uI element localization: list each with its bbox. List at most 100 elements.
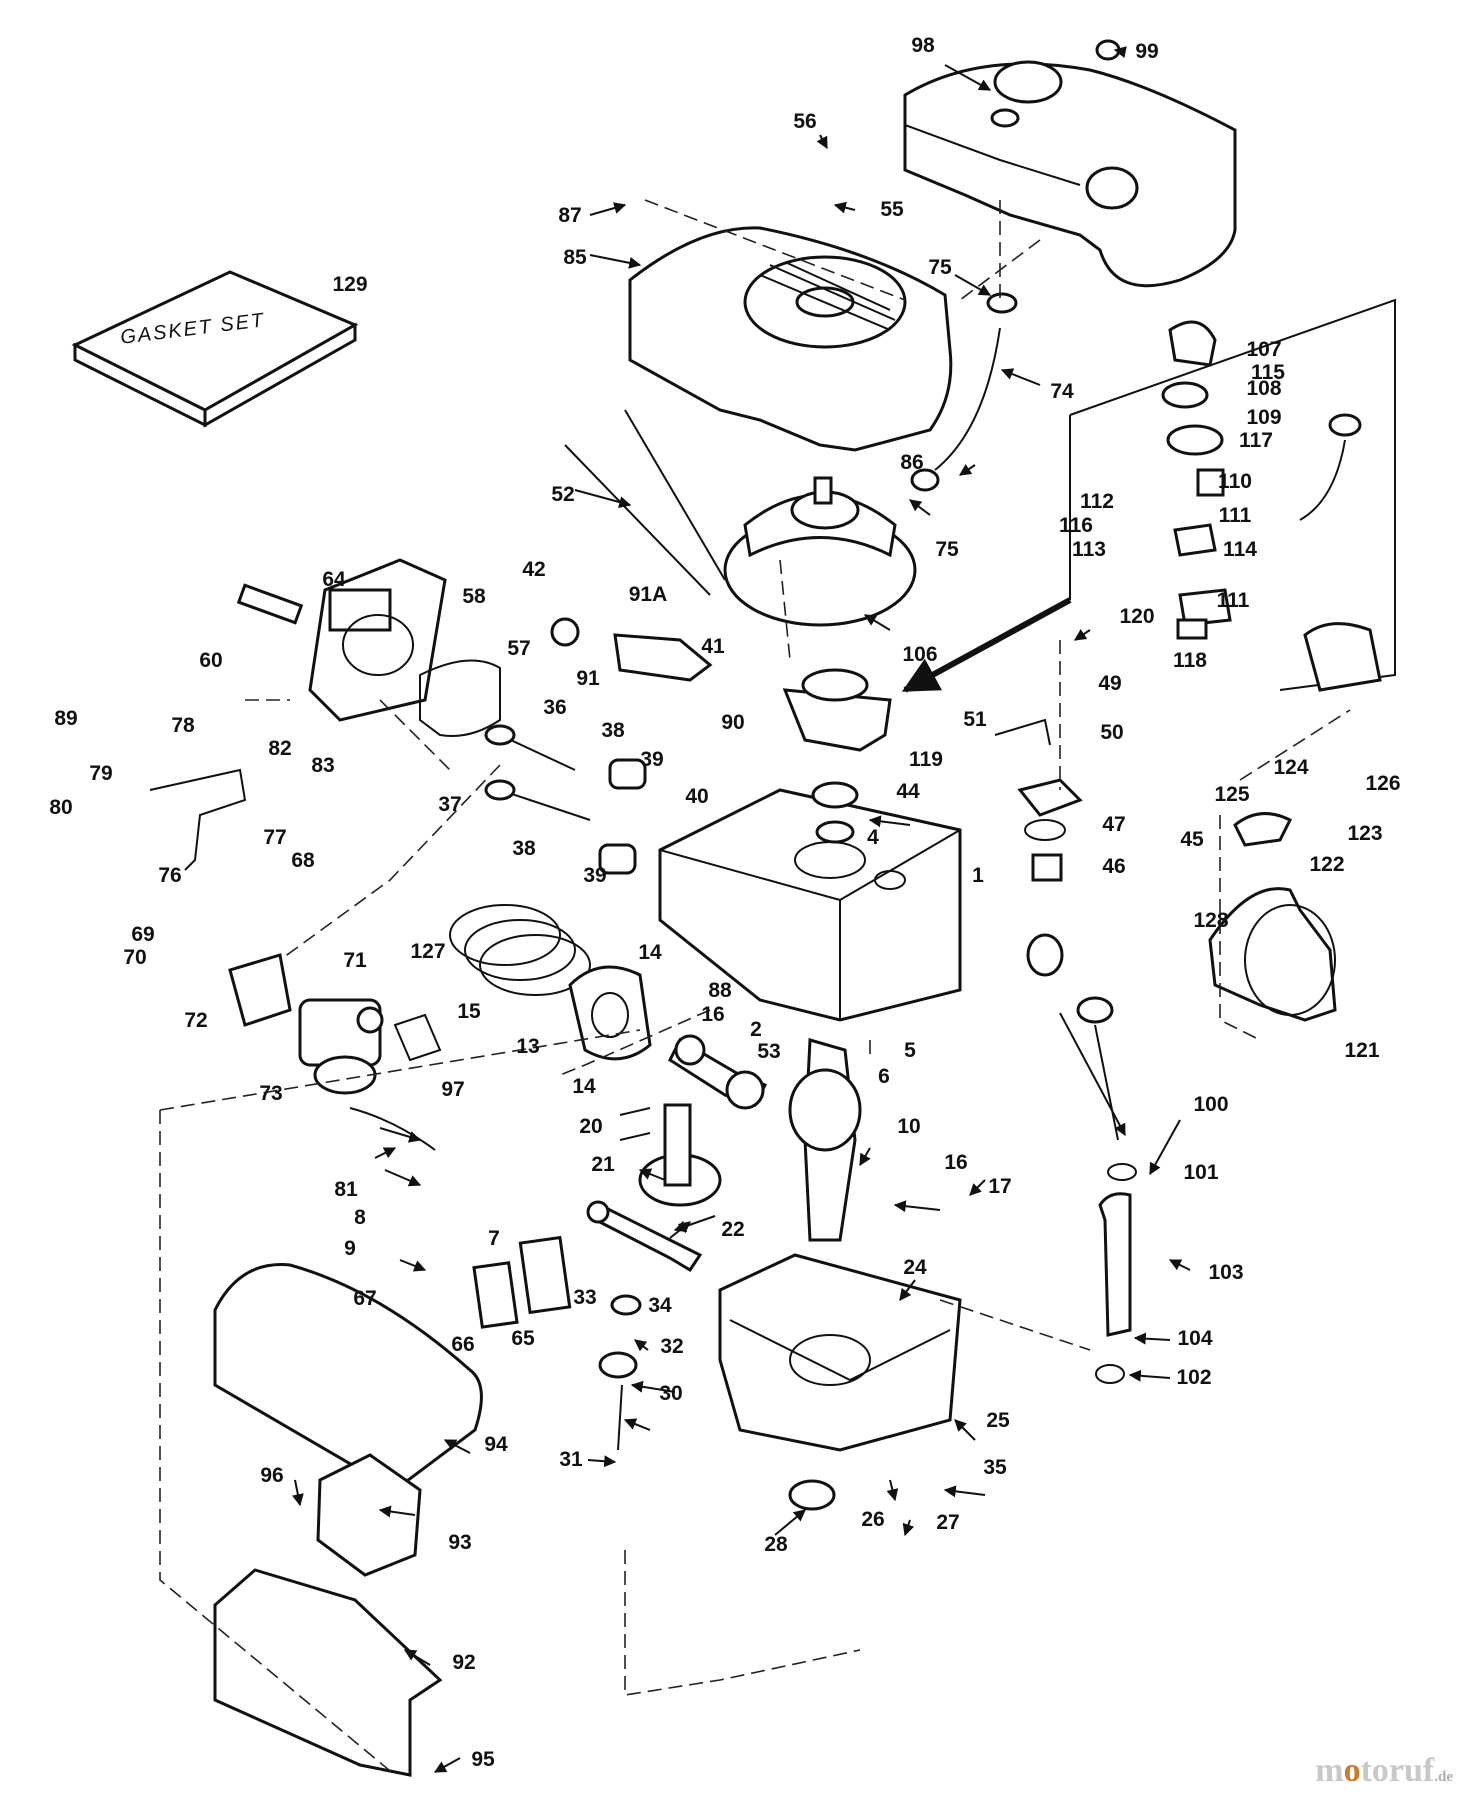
callout-label-99[interactable]: 99 (1135, 40, 1159, 63)
callout-label-100[interactable]: 100 (1193, 1093, 1229, 1116)
callout-label-95[interactable]: 95 (471, 1748, 495, 1771)
callout-label-93[interactable]: 93 (448, 1531, 472, 1554)
callout-label-80[interactable]: 80 (49, 796, 73, 819)
callout-label-56[interactable]: 56 (793, 110, 817, 133)
callout-label-79[interactable]: 79 (89, 762, 113, 785)
callout-label-9[interactable]: 9 (344, 1237, 356, 1260)
callout-label-27[interactable]: 27 (936, 1511, 960, 1534)
callout-label-53[interactable]: 53 (757, 1040, 781, 1063)
callout-label-89[interactable]: 89 (54, 707, 78, 730)
callout-label-86[interactable]: 86 (900, 451, 924, 474)
callout-label-34[interactable]: 34 (648, 1294, 672, 1317)
callout-label-68[interactable]: 68 (291, 849, 315, 872)
callout-label-123[interactable]: 123 (1347, 822, 1383, 845)
callout-label-52[interactable]: 52 (551, 483, 575, 506)
callout-label-71[interactable]: 71 (343, 949, 367, 972)
callout-label-126[interactable]: 126 (1365, 772, 1401, 795)
callout-label-32[interactable]: 32 (660, 1335, 684, 1358)
callout-label-96[interactable]: 96 (260, 1464, 284, 1487)
callout-label-111[interactable]: 111 (1216, 589, 1250, 612)
callout-label-98[interactable]: 98 (911, 34, 935, 57)
callout-label-127[interactable]: 127 (410, 940, 446, 963)
callout-label-115[interactable]: 115 (1251, 361, 1285, 384)
callout-label-116[interactable]: 116 (1059, 514, 1093, 537)
callout-label-77[interactable]: 77 (263, 826, 287, 849)
callout-label-107[interactable]: 107 (1246, 338, 1282, 361)
callout-label-128[interactable]: 128 (1193, 909, 1229, 932)
callout-label-113[interactable]: 113 (1072, 538, 1106, 561)
callout-label-51[interactable]: 51 (963, 708, 987, 731)
callout-label-82[interactable]: 82 (268, 737, 292, 760)
callout-label-118[interactable]: 118 (1173, 649, 1207, 672)
callout-label-17[interactable]: 17 (988, 1175, 1012, 1198)
callout-label-111[interactable]: 111 (1218, 504, 1252, 527)
callout-label-94[interactable]: 94 (484, 1433, 508, 1456)
callout-label-58[interactable]: 58 (462, 585, 486, 608)
callout-label-5[interactable]: 5 (904, 1039, 916, 1062)
callout-label-69[interactable]: 69 (131, 923, 155, 946)
callout-label-14[interactable]: 14 (638, 941, 662, 964)
callout-label-121[interactable]: 121 (1344, 1039, 1380, 1062)
callout-label-109[interactable]: 109 (1246, 406, 1282, 429)
callout-label-7[interactable]: 7 (488, 1227, 500, 1250)
callout-label-57[interactable]: 57 (507, 637, 531, 660)
callout-label-22[interactable]: 22 (721, 1218, 745, 1241)
callout-label-20[interactable]: 20 (579, 1115, 603, 1138)
callout-label-103[interactable]: 103 (1208, 1261, 1244, 1284)
callout-label-85[interactable]: 85 (563, 246, 587, 269)
callout-label-110[interactable]: 110 (1218, 470, 1252, 493)
callout-label-106[interactable]: 106 (902, 643, 938, 666)
callout-label-49[interactable]: 49 (1098, 672, 1122, 695)
callout-label-124[interactable]: 124 (1273, 756, 1309, 779)
callout-label-50[interactable]: 50 (1100, 721, 1124, 744)
callout-label-15[interactable]: 15 (457, 1000, 481, 1023)
callout-label-75[interactable]: 75 (935, 538, 959, 561)
callout-label-8[interactable]: 8 (354, 1206, 366, 1229)
callout-label-46[interactable]: 46 (1102, 855, 1126, 878)
callout-label-97[interactable]: 97 (441, 1078, 465, 1101)
callout-label-4[interactable]: 4 (867, 826, 879, 849)
callout-label-25[interactable]: 25 (986, 1409, 1010, 1432)
callout-label-21[interactable]: 21 (591, 1153, 615, 1176)
callout-label-6[interactable]: 6 (878, 1065, 890, 1088)
callout-label-42[interactable]: 42 (522, 558, 546, 581)
callout-label-60[interactable]: 60 (199, 649, 223, 672)
callout-label-125[interactable]: 125 (1214, 783, 1250, 806)
callout-label-117[interactable]: 117 (1239, 429, 1273, 452)
callout-label-76[interactable]: 76 (158, 864, 182, 887)
callout-label-30[interactable]: 30 (659, 1382, 683, 1405)
callout-label-91A[interactable]: 91A (628, 583, 668, 606)
callout-label-120[interactable]: 120 (1119, 605, 1155, 628)
callout-label-88[interactable]: 88 (708, 979, 732, 1002)
callout-label-91[interactable]: 91 (576, 667, 600, 690)
callout-label-92[interactable]: 92 (452, 1651, 476, 1674)
callout-label-119[interactable]: 119 (909, 748, 943, 771)
callout-label-47[interactable]: 47 (1102, 813, 1126, 836)
callout-label-37[interactable]: 37 (438, 793, 462, 816)
callout-label-38[interactable]: 38 (512, 837, 536, 860)
callout-label-28[interactable]: 28 (764, 1533, 788, 1556)
callout-label-38[interactable]: 38 (601, 719, 625, 742)
callout-label-13[interactable]: 13 (516, 1035, 540, 1058)
callout-label-72[interactable]: 72 (184, 1009, 208, 1032)
callout-label-10[interactable]: 10 (897, 1115, 921, 1138)
callout-label-104[interactable]: 104 (1177, 1327, 1213, 1350)
callout-label-129[interactable]: 129 (332, 273, 368, 296)
callout-label-36[interactable]: 36 (543, 696, 567, 719)
callout-label-70[interactable]: 70 (123, 946, 147, 969)
callout-label-40[interactable]: 40 (685, 785, 709, 808)
callout-label-26[interactable]: 26 (861, 1508, 885, 1531)
callout-label-39[interactable]: 39 (640, 748, 664, 771)
callout-label-108[interactable]: 108 (1246, 377, 1282, 400)
callout-label-78[interactable]: 78 (171, 714, 195, 737)
callout-label-102[interactable]: 102 (1176, 1366, 1212, 1389)
callout-label-73[interactable]: 73 (259, 1082, 283, 1105)
callout-label-75[interactable]: 75 (928, 256, 952, 279)
callout-label-24[interactable]: 24 (903, 1256, 927, 1279)
callout-label-41[interactable]: 41 (701, 635, 725, 658)
callout-label-16[interactable]: 16 (701, 1003, 725, 1026)
callout-label-2[interactable]: 2 (750, 1018, 762, 1041)
callout-label-74[interactable]: 74 (1050, 380, 1074, 403)
callout-label-14[interactable]: 14 (572, 1075, 596, 1098)
callout-label-66[interactable]: 66 (451, 1333, 475, 1356)
